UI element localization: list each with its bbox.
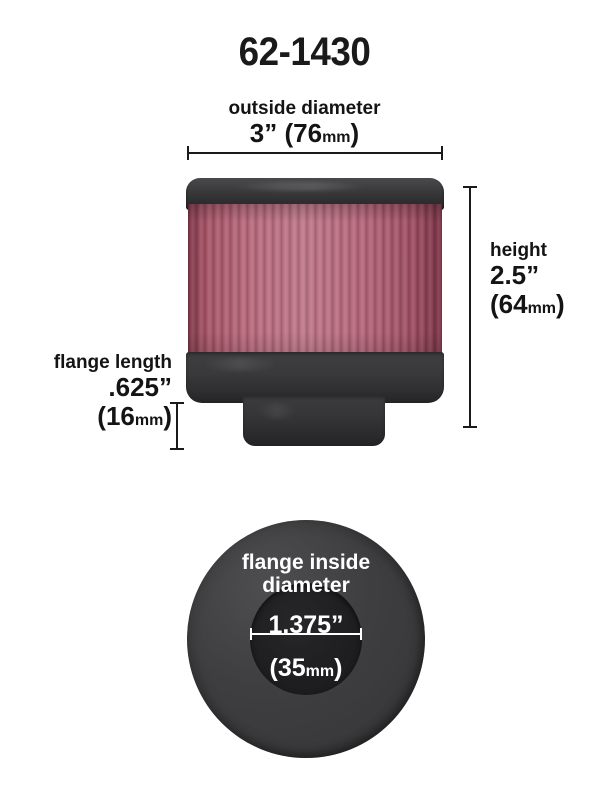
outside-diameter-mm-close: ) xyxy=(350,118,360,149)
flange-length-mm-unit: mm xyxy=(134,412,164,430)
height-mm-value: (64 xyxy=(490,289,528,320)
height-dimension-line xyxy=(463,186,477,428)
flange-inside-diameter-label: flange inside diameter xyxy=(187,551,425,597)
outside-diameter-label-name: outside diameter xyxy=(228,98,381,119)
height-mm-close: ) xyxy=(556,289,565,320)
flange-inside-diameter-mm-unit: mm xyxy=(305,663,335,680)
height-mm-unit: mm xyxy=(527,300,557,318)
flange-inner-bore xyxy=(250,583,362,695)
outside-diameter-mm-value: (76 xyxy=(284,118,323,149)
flange-inside-diameter-mm: (35mm) xyxy=(187,655,425,682)
flange-inside-diameter-label-line1: flange inside xyxy=(241,551,371,574)
outside-diameter-dimension-line xyxy=(187,146,443,160)
outside-diameter-inches: 3” xyxy=(249,118,278,149)
flange-length-dimension-line xyxy=(170,402,184,450)
filter-base-plate xyxy=(186,352,444,403)
height-inches: 2.5” xyxy=(490,260,540,291)
filter-side-view xyxy=(186,178,444,453)
flange-inside-diameter-label-line2: diameter xyxy=(262,573,350,597)
flange-length-mm-value: (16 xyxy=(97,401,135,432)
page-title: 62-1430 xyxy=(238,30,371,74)
flange-length-label-name: flange length xyxy=(53,352,172,373)
filter-flange-neck xyxy=(243,396,385,446)
outside-diameter-label: outside diameter 3” (76mm) xyxy=(0,98,609,148)
outside-diameter-value: 3” (76mm) xyxy=(0,119,609,148)
filter-pleated-media xyxy=(188,204,442,354)
height-label-name: height xyxy=(490,240,547,261)
outside-diameter-mm-unit: mm xyxy=(322,129,351,147)
flange-length-inches: .625” xyxy=(108,372,172,403)
height-label: height 2.5” (64mm) xyxy=(490,240,609,319)
flange-length-label: flange length .625” (16mm) xyxy=(0,352,172,431)
flange-length-mm-close: ) xyxy=(163,401,172,432)
flange-inside-diameter-dimension-line xyxy=(250,628,362,640)
flange-inside-diameter-mm-value: (35 xyxy=(269,654,306,682)
height-mm: (64mm) xyxy=(490,290,609,319)
flange-length-mm: (16mm) xyxy=(0,402,172,431)
flange-inside-diameter-mm-close: ) xyxy=(334,654,343,682)
filter-bottom-view: flange inside diameter 1.375” (35mm) xyxy=(187,520,425,758)
